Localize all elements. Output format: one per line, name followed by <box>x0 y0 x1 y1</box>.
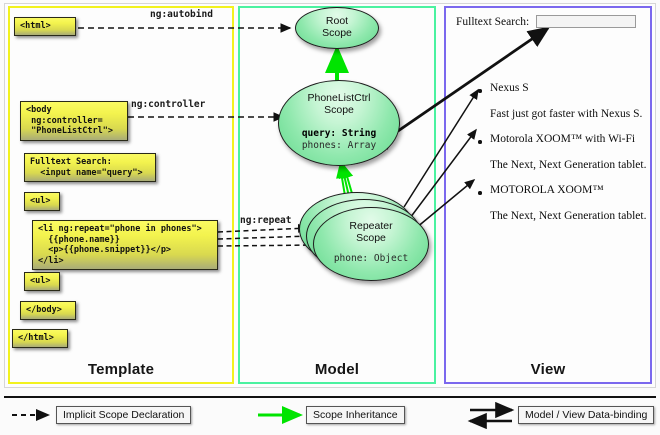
column-label-template: Template <box>87 361 155 378</box>
code-box-html-open[interactable]: <html> <box>14 17 76 36</box>
view-item-snippet: The Next, Next Generation tablet. <box>490 210 647 222</box>
column-label-view: View <box>530 361 566 378</box>
scope-phonelistctrl-title-1: PhoneListCtrl <box>307 92 371 104</box>
code-box-ul-close[interactable]: <ul> <box>24 272 60 291</box>
scope-root[interactable]: Root Scope <box>295 7 379 49</box>
scope-root-title-1: Root <box>325 15 349 27</box>
code-box-li-repeat[interactable]: <li ng:repeat="phone in phones"> {{phone… <box>32 220 218 270</box>
code-box-html-close[interactable]: </html> <box>12 329 68 348</box>
view-item-snippet: The Next, Next Generation tablet. <box>490 159 647 171</box>
view-item-name: Motorola XOOM™ with Wi-Fi <box>490 133 636 145</box>
scope-phonelistctrl-title-2: Scope <box>324 104 354 116</box>
view-item-name: MOTOROLA XOOM™ <box>490 184 604 196</box>
edge-label-autobind: ng:autobind <box>150 9 213 20</box>
list-bullet-dot <box>478 191 482 195</box>
edge-label-repeat: ng:repeat <box>240 215 292 226</box>
legend-label-implicit-scope-declaration: Implicit Scope Declaration <box>56 406 192 424</box>
scope-phonelistctrl-prop-query: query: String <box>301 128 377 139</box>
view-search-input[interactable] <box>536 15 636 28</box>
scope-root-title-2: Scope <box>322 27 352 39</box>
legend-label-scope-inheritance: Scope Inheritance <box>306 406 405 424</box>
view-item-name: Nexus S <box>490 82 529 94</box>
view-search-label: Fulltext Search: <box>456 16 530 28</box>
code-box-body-open[interactable]: <body ng:controller= "PhoneListCtrl"> <box>20 101 128 141</box>
view-panel: Fulltext Search: Nexus S Fast just got f… <box>452 12 648 312</box>
list-bullet-dot <box>478 89 482 93</box>
scope-repeater-title-2: Scope <box>356 232 386 244</box>
column-label-model: Model <box>314 361 360 378</box>
scope-repeater[interactable]: Repeater Scope phone: Object <box>313 207 429 281</box>
scope-repeater-prop-phone: phone: Object <box>333 253 409 264</box>
legend-divider <box>4 396 656 398</box>
scope-phonelistctrl[interactable]: PhoneListCtrl Scope query: String phones… <box>278 80 400 166</box>
scope-repeater-title-1: Repeater <box>349 220 393 232</box>
view-item-snippet: Fast just got faster with Nexus S. <box>490 108 643 120</box>
scope-phonelistctrl-prop-phones: phones: Array <box>301 139 377 151</box>
code-box-body-close[interactable]: </body> <box>20 301 76 320</box>
code-box-ul-open[interactable]: <ul> <box>24 192 60 211</box>
list-bullet-dot <box>478 140 482 144</box>
code-box-fulltext-search[interactable]: Fulltext Search: <input name="query"> <box>24 153 156 182</box>
edge-label-controller: ng:controller <box>131 99 206 110</box>
legend-label-model-view-data-binding: Model / View Data-binding <box>518 406 655 424</box>
column-template: Template <box>8 6 234 384</box>
